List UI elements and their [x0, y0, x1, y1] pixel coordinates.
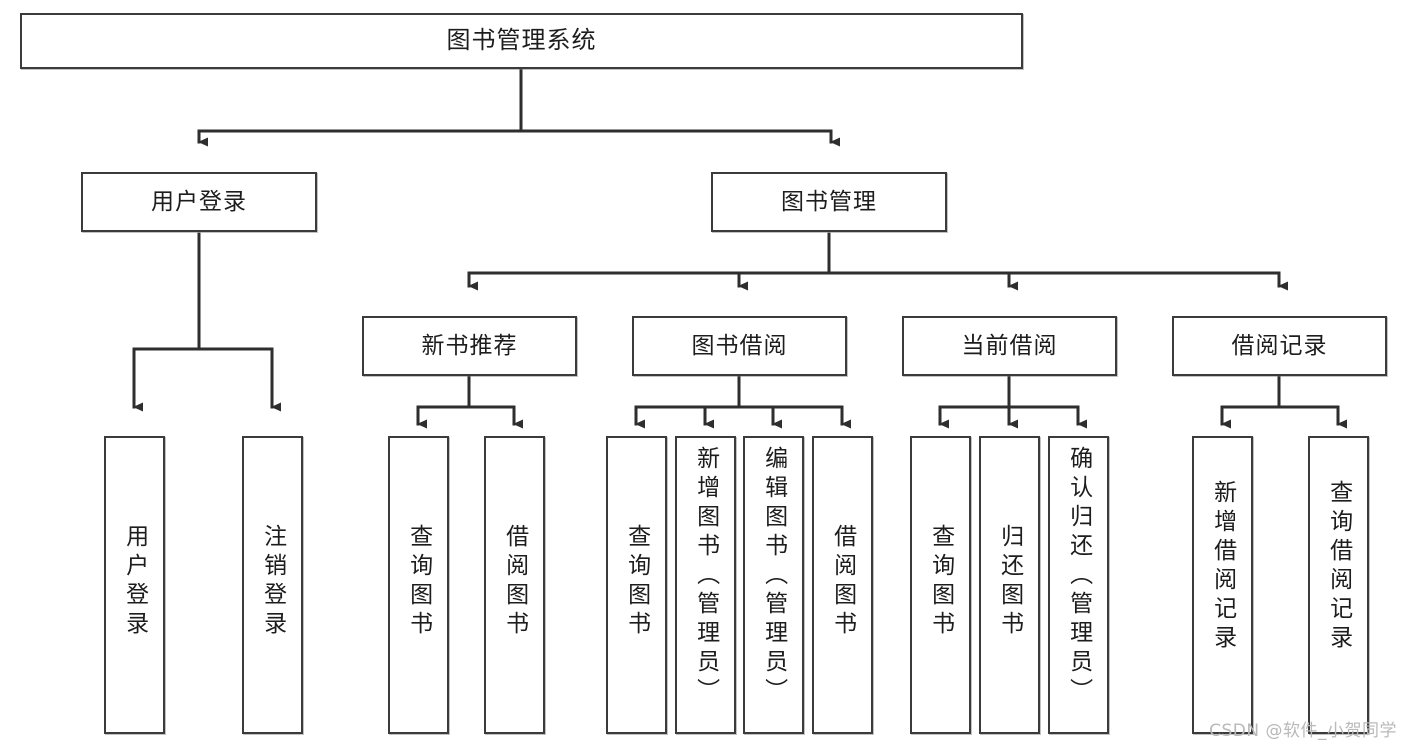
- node-root-book-management-system[interactable]: 图书管理系统: [20, 13, 1023, 69]
- node-label: 新增图书（管理员）: [692, 446, 719, 707]
- node-label: 用户登录: [151, 188, 247, 215]
- node-label: 确认归还（管理员）: [1065, 446, 1092, 707]
- node-label: 图书管理: [781, 188, 877, 215]
- leaf-borrow-edit-book-admin[interactable]: 编辑图书（管理员）: [743, 436, 804, 734]
- node-label: 借阅图书: [829, 524, 856, 640]
- leaf-recommend-query-book[interactable]: 查询图书: [388, 436, 449, 734]
- leaf-current-confirm-return-admin[interactable]: 确认归还（管理员）: [1048, 436, 1109, 734]
- node-label: 当前借阅: [961, 332, 1058, 359]
- node-label: 新增借阅记录: [1209, 480, 1236, 654]
- node-label: 查询借阅记录: [1325, 480, 1352, 654]
- node-label: 注销登录: [259, 524, 286, 640]
- node-label: 归还图书: [996, 524, 1023, 640]
- leaf-user-login-login[interactable]: 用户登录: [104, 436, 165, 734]
- leaf-record-query-borrow-record[interactable]: 查询借阅记录: [1308, 436, 1369, 734]
- leaf-user-login-logout[interactable]: 注销登录: [242, 436, 303, 734]
- node-label: 编辑图书（管理员）: [760, 446, 787, 707]
- leaf-current-query-book[interactable]: 查询图书: [910, 436, 971, 734]
- node-borrow-record[interactable]: 借阅记录: [1172, 316, 1387, 376]
- node-current-borrow[interactable]: 当前借阅: [902, 316, 1117, 376]
- leaf-recommend-borrow-book[interactable]: 借阅图书: [484, 436, 545, 734]
- node-book-management[interactable]: 图书管理: [711, 172, 947, 232]
- leaf-borrow-borrow-book[interactable]: 借阅图书: [812, 436, 873, 734]
- watermark-text: CSDN @软件_小贺同学: [1209, 721, 1397, 741]
- leaf-borrow-add-book-admin[interactable]: 新增图书（管理员）: [675, 436, 736, 734]
- node-label: 查询图书: [927, 524, 954, 640]
- node-label: 图书管理系统: [446, 26, 597, 55]
- node-label: 借阅记录: [1231, 332, 1328, 359]
- node-label: 用户登录: [121, 524, 148, 640]
- leaf-record-add-borrow-record[interactable]: 新增借阅记录: [1192, 436, 1253, 734]
- node-label: 查询图书: [623, 524, 650, 640]
- node-user-login[interactable]: 用户登录: [81, 172, 317, 232]
- node-label: 图书借阅: [691, 332, 788, 359]
- node-label: 新书推荐: [421, 332, 518, 359]
- leaf-current-return-book[interactable]: 归还图书: [979, 436, 1040, 734]
- node-new-book-recommend[interactable]: 新书推荐: [362, 316, 577, 376]
- node-label: 查询图书: [405, 524, 432, 640]
- node-label: 借阅图书: [501, 524, 528, 640]
- leaf-borrow-query-book[interactable]: 查询图书: [606, 436, 667, 734]
- node-book-borrow[interactable]: 图书借阅: [632, 316, 847, 376]
